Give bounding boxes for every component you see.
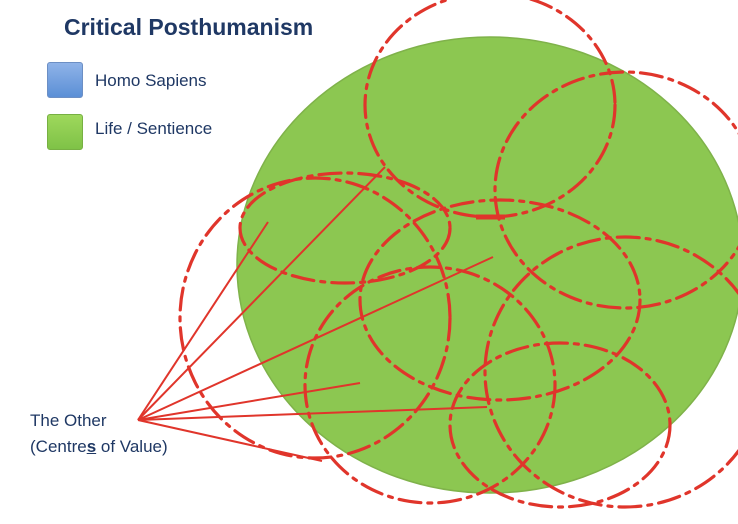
centre-of-value-circle-left bbox=[178, 176, 452, 460]
centre-of-value-circle-upper-left bbox=[238, 171, 452, 285]
diagram-title: Critical Posthumanism bbox=[64, 14, 314, 40]
centres-of-value-suffix: of Value) bbox=[96, 437, 168, 456]
centre-of-value-circle-lower-right bbox=[448, 341, 672, 509]
centre-of-value-circle-right bbox=[483, 235, 738, 509]
centre-of-value-circle-centre bbox=[358, 198, 642, 402]
legend-swatch-life-sentience bbox=[47, 114, 83, 150]
legend-label-homo-sapiens: Homo Sapiens bbox=[95, 71, 207, 90]
pointer-line bbox=[137, 406, 488, 421]
centre-of-value-circle-lower-middle bbox=[303, 265, 557, 505]
centre-of-value-circle-top bbox=[363, 0, 617, 219]
pointer-line bbox=[137, 419, 323, 462]
life-sentience-circle bbox=[236, 36, 738, 494]
centre-of-value-circle-upper-right bbox=[493, 70, 738, 310]
pointer-line bbox=[137, 256, 494, 421]
pointer-line bbox=[137, 166, 386, 421]
centres-of-value-label: (Centres of Value) bbox=[30, 437, 168, 457]
centres-of-value-prefix: (Centre bbox=[30, 437, 87, 456]
the-other-label: The Other bbox=[30, 411, 107, 430]
centres-of-value-emphasis: s bbox=[86, 437, 97, 456]
pointer-line bbox=[137, 382, 361, 421]
legend-swatch-homo-sapiens bbox=[47, 62, 83, 98]
pointer-line bbox=[137, 221, 269, 421]
legend-label-life-sentience: Life / Sentience bbox=[95, 119, 213, 138]
